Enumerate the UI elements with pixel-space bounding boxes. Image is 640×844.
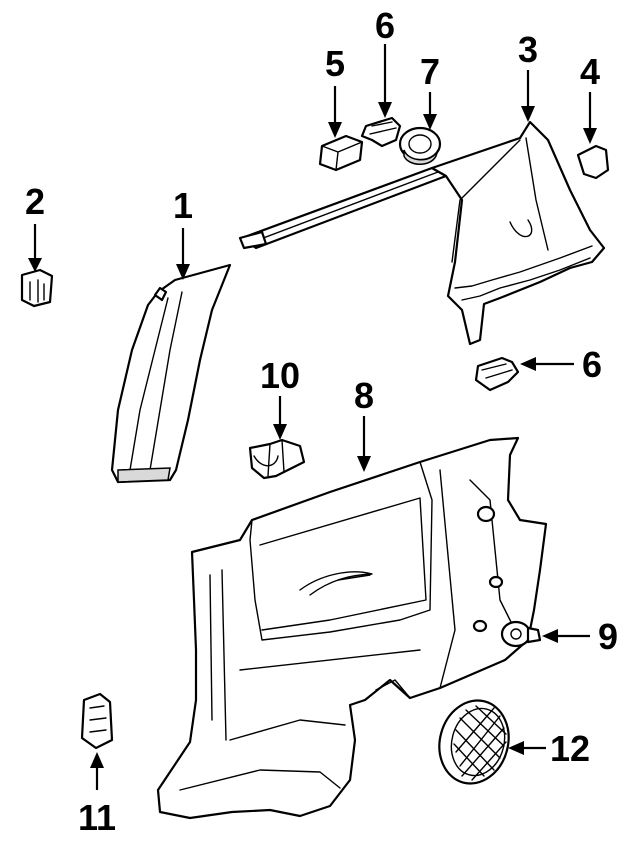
part-2-clip bbox=[20, 268, 54, 308]
callout-4: 4 bbox=[580, 51, 600, 92]
callout-5: 5 bbox=[325, 43, 345, 84]
part-3-rail-strip bbox=[238, 166, 448, 250]
callout-3: 3 bbox=[518, 29, 538, 70]
part-6-clip-lower bbox=[474, 356, 520, 392]
part-1-pillar-trim bbox=[110, 263, 232, 484]
leader-arrows bbox=[28, 44, 597, 790]
callout-labels: 2 1 5 6 7 3 4 6 10 8 9 12 11 bbox=[25, 5, 618, 838]
part-12-speaker-grille bbox=[438, 699, 510, 785]
callout-6-lower: 6 bbox=[582, 344, 602, 385]
callout-8: 8 bbox=[354, 375, 374, 416]
part-11-clip bbox=[80, 692, 114, 750]
callout-10: 10 bbox=[260, 355, 300, 396]
callout-11: 11 bbox=[78, 797, 116, 838]
part-7-grommet bbox=[398, 126, 442, 165]
callout-2: 2 bbox=[25, 181, 45, 222]
part-3-quarter-upper-trim bbox=[430, 120, 606, 346]
callout-7: 7 bbox=[420, 51, 440, 92]
callout-12: 12 bbox=[550, 728, 590, 769]
part-8-quarter-trim-panel bbox=[156, 436, 548, 820]
part-4-cap bbox=[576, 144, 610, 180]
part-9-fastener bbox=[500, 620, 542, 648]
callout-6-upper: 6 bbox=[375, 5, 395, 46]
callout-9: 9 bbox=[598, 616, 618, 657]
part-10-retainer-clip bbox=[248, 438, 306, 480]
part-5-plug bbox=[318, 134, 364, 172]
part-6-clip-upper bbox=[360, 116, 402, 148]
callout-1: 1 bbox=[173, 185, 193, 226]
